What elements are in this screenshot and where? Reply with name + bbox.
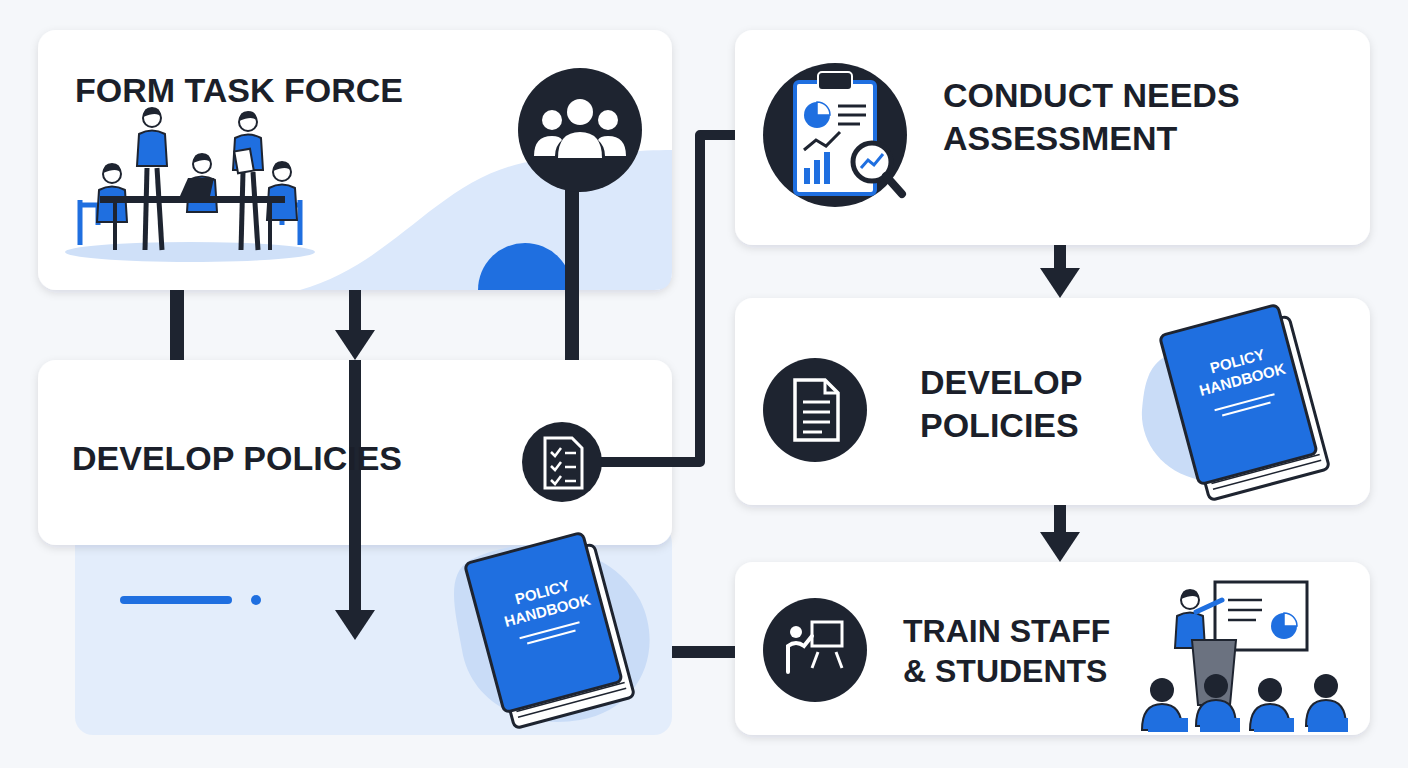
connector-bar (565, 290, 579, 360)
step-label: CONDUCT NEEDS ASSESSMENT (943, 74, 1343, 159)
step-label: TRAIN STAFF & STUDENTS (903, 611, 1128, 691)
step-box-shape (735, 298, 1370, 505)
flow-arrow (1054, 245, 1066, 268)
book-title: POLICY HANDBOOK (1182, 338, 1298, 403)
step-box-shape (735, 30, 1370, 245)
flow-arrow (349, 360, 361, 610)
document-icon (763, 358, 867, 462)
step-box: TRAIN STAFF & STUDENTS (735, 562, 1370, 735)
training-illustration (1142, 582, 1348, 732)
step-box: DEVELOP POLICIES POLICY HANDBOOK (735, 298, 1370, 505)
handbook-illustration (1142, 302, 1330, 502)
flow-arrow (1054, 505, 1066, 532)
checklist-icon (522, 422, 674, 502)
flow-arrow (349, 290, 361, 330)
handbook-panel-shape (75, 525, 672, 735)
connector-bar (170, 290, 184, 360)
step-box-shape (38, 30, 672, 290)
step-label: DEVELOP POLICIES (72, 437, 512, 480)
team-icon (518, 68, 642, 192)
handbook-illustration (120, 530, 650, 730)
step-box-shape (735, 562, 1370, 735)
assessment-icon (763, 63, 907, 207)
connector-bar (672, 135, 735, 462)
connector-bar (672, 646, 735, 658)
handbook-panel: POLICY HANDBOOK (75, 525, 672, 735)
step-box: FORM TASK FORCE (38, 30, 672, 290)
step-label: DEVELOP POLICIES (920, 361, 1160, 446)
step-label: FORM TASK FORCE (75, 69, 515, 112)
presenter-icon (763, 598, 867, 702)
step-box: DEVELOP POLICIES (38, 360, 672, 545)
step-box: CONDUCT NEEDS ASSESSMENT (735, 30, 1370, 245)
book-title: POLICY HANDBOOK (487, 569, 603, 634)
team-illustration (65, 107, 315, 262)
